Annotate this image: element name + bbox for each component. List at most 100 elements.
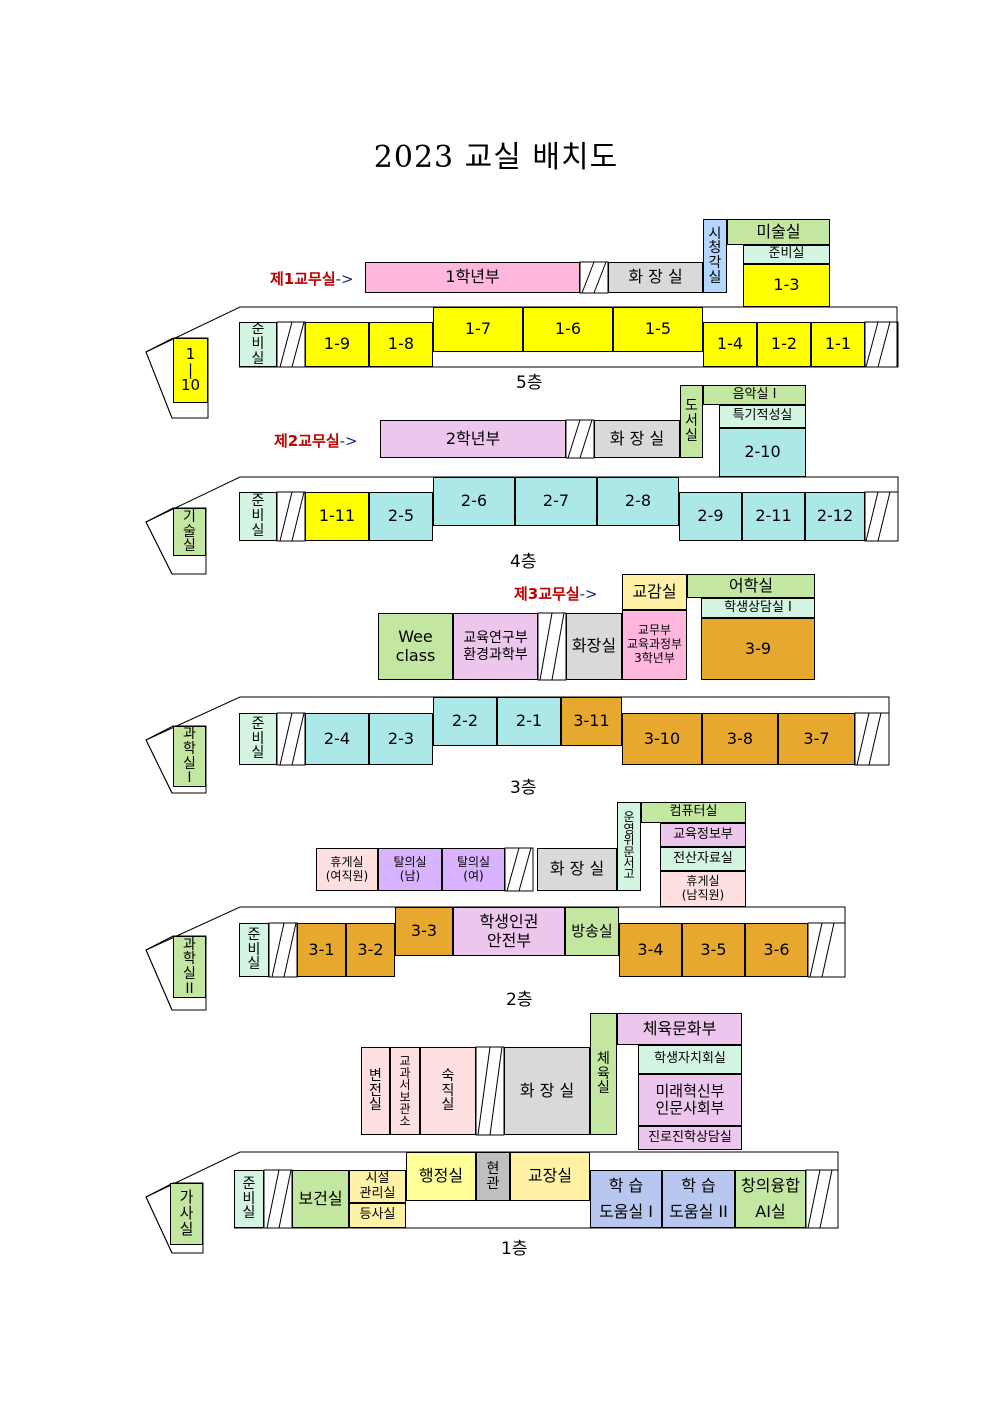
- room-2-2[interactable]: 2-2: [433, 697, 497, 746]
- room-admin[interactable]: 행정실: [406, 1152, 476, 1201]
- office1-label: 제1교무실: [270, 270, 336, 288]
- room-substation[interactable]: 변 전 실: [361, 1047, 390, 1135]
- room-principal[interactable]: 교장실: [510, 1152, 590, 1201]
- room-health[interactable]: 보건실: [292, 1170, 349, 1228]
- room-art[interactable]: 미술실: [727, 219, 830, 245]
- room-1-11[interactable]: 1-11: [305, 492, 369, 541]
- room-3-2[interactable]: 3-2: [346, 923, 395, 977]
- room-2-7[interactable]: 2-7: [515, 477, 597, 526]
- room-council[interactable]: 학생자치회실: [638, 1045, 742, 1074]
- room-2-10[interactable]: 2-10: [719, 428, 806, 477]
- floor-label-3: 3층: [510, 778, 537, 798]
- room-computer[interactable]: 컴퓨터실: [641, 802, 746, 823]
- room-gym[interactable]: 체 육 실: [590, 1013, 617, 1135]
- room-1-6[interactable]: 1-6: [523, 307, 613, 352]
- arrow-icon: ->: [335, 270, 354, 288]
- room-1-1[interactable]: 1-1: [811, 322, 865, 367]
- room-2-12[interactable]: 2-12: [805, 492, 865, 541]
- room-sci2[interactable]: 과 학 실 II: [173, 936, 206, 998]
- room-1-7[interactable]: 1-7: [433, 307, 523, 352]
- room-future[interactable]: 미래혁신부 인문사회부: [638, 1074, 742, 1126]
- room-info[interactable]: 교육정보부: [660, 823, 746, 847]
- room-3-5[interactable]: 3-5: [682, 923, 745, 977]
- room-counsel1[interactable]: 학생상담실 I: [701, 598, 815, 618]
- room-change-f[interactable]: 탈의실 (여): [442, 848, 505, 891]
- room-1-9[interactable]: 1-9: [305, 322, 369, 367]
- room-change-m[interactable]: 탈의실 (남): [378, 848, 442, 891]
- room-lounge-f[interactable]: 휴게실 (여직원): [316, 848, 378, 891]
- room-prep-4[interactable]: 준 비 실: [239, 492, 277, 541]
- room-study2[interactable]: 학 습 도움실 II: [662, 1170, 735, 1228]
- room-3-10[interactable]: 3-10: [622, 713, 702, 765]
- office3-label: 제3교무실: [514, 585, 580, 603]
- room-3-4[interactable]: 3-4: [619, 923, 682, 977]
- room-2-8[interactable]: 2-8: [597, 477, 679, 526]
- room-1-8[interactable]: 1-8: [369, 322, 433, 367]
- room-prep-art[interactable]: 준비실: [743, 245, 830, 264]
- room-grade2[interactable]: 2학년부: [380, 420, 566, 458]
- room-1-5[interactable]: 1-5: [613, 307, 703, 352]
- room-rights[interactable]: 학생인권 안전부: [453, 907, 565, 956]
- office2-arrow: 제2교무실->: [274, 430, 358, 451]
- room-restroom-3[interactable]: 화장실: [566, 613, 622, 680]
- room-vice[interactable]: 교감실: [622, 574, 687, 610]
- room-prep-3[interactable]: 준 비 실: [239, 713, 277, 765]
- room-prep-1[interactable]: 준 비 실: [234, 1170, 264, 1228]
- room-research[interactable]: 교육연구부 환경과학부: [453, 613, 538, 680]
- room-1-4[interactable]: 1-4: [703, 322, 757, 367]
- room-2-1[interactable]: 2-1: [497, 697, 561, 746]
- room-music[interactable]: 음악실 I: [703, 385, 806, 405]
- room-3-7[interactable]: 3-7: [778, 713, 855, 765]
- room-career[interactable]: 진로진학상담실: [638, 1126, 742, 1150]
- arrow-icon: ->: [339, 432, 358, 450]
- room-tech[interactable]: 기 술 실: [173, 508, 206, 556]
- room-1-2[interactable]: 1-2: [757, 322, 811, 367]
- room-sci1[interactable]: 과 학 실 I: [173, 726, 206, 787]
- room-3-6[interactable]: 3-6: [745, 923, 808, 977]
- room-home[interactable]: 가 사 실: [170, 1183, 203, 1245]
- room-1-3[interactable]: 1-3: [743, 264, 830, 307]
- room-committee[interactable]: 운 영 위 문 서 고: [617, 802, 641, 891]
- room-restroom-5[interactable]: 화 장 실: [608, 262, 703, 293]
- room-pe-dept[interactable]: 체육문화부: [617, 1013, 742, 1045]
- room-restroom-1[interactable]: 화 장 실: [504, 1047, 590, 1135]
- room-2-11[interactable]: 2-11: [742, 492, 805, 541]
- room-restroom-4[interactable]: 화 장 실: [594, 420, 680, 458]
- room-2-3[interactable]: 2-3: [369, 713, 433, 765]
- floor-label-1: 1층: [501, 1239, 528, 1259]
- room-prep-5[interactable]: 준 비 실: [239, 322, 277, 367]
- office3-arrow: 제3교무실->: [514, 583, 598, 604]
- room-academic[interactable]: 교무부 교육과정부 3학년부: [622, 610, 687, 680]
- room-3-8[interactable]: 3-8: [702, 713, 778, 765]
- room-3-3[interactable]: 3-3: [395, 907, 453, 956]
- room-prep-2[interactable]: 준 비 실: [239, 923, 269, 977]
- room-broadcast[interactable]: 방송실: [565, 907, 619, 956]
- room-2-4[interactable]: 2-4: [305, 713, 369, 765]
- floor-label-2: 2층: [506, 990, 533, 1010]
- room-3-1[interactable]: 3-1: [297, 923, 346, 977]
- room-library[interactable]: 도 서 실: [680, 385, 703, 458]
- room-wee[interactable]: Wee class: [378, 613, 453, 680]
- room-restroom-2[interactable]: 화 장 실: [537, 848, 617, 891]
- room-2-6[interactable]: 2-6: [433, 477, 515, 526]
- room-2-5[interactable]: 2-5: [369, 492, 433, 541]
- room-copy[interactable]: 등사실: [349, 1203, 406, 1228]
- floor-label-4: 4층: [510, 552, 537, 572]
- room-grade1[interactable]: 1학년부: [365, 262, 580, 293]
- room-entrance[interactable]: 현 관: [476, 1152, 510, 1201]
- room-data[interactable]: 전산자료실: [660, 847, 746, 871]
- room-1-10[interactable]: 1 | 10: [173, 338, 208, 403]
- room-2-9[interactable]: 2-9: [679, 492, 742, 541]
- room-special[interactable]: 특기적성실: [719, 405, 806, 428]
- room-night[interactable]: 숙 직 실: [420, 1047, 476, 1135]
- room-study1[interactable]: 학 습 도움실 I: [590, 1170, 662, 1228]
- room-lang[interactable]: 어학실: [687, 574, 815, 598]
- room-3-11[interactable]: 3-11: [561, 697, 622, 746]
- room-lounge-m[interactable]: 휴게실 (남직원): [660, 871, 746, 907]
- room-av[interactable]: 시 청 각 실: [703, 219, 727, 293]
- room-ai[interactable]: 창의융합 AI실: [735, 1170, 806, 1228]
- room-facility[interactable]: 시설 관리실: [349, 1170, 406, 1203]
- page-title: 2023 교실 배치도: [373, 140, 619, 175]
- room-textbook[interactable]: 교 과 서 보 관 소: [390, 1047, 420, 1135]
- room-3-9[interactable]: 3-9: [701, 618, 815, 680]
